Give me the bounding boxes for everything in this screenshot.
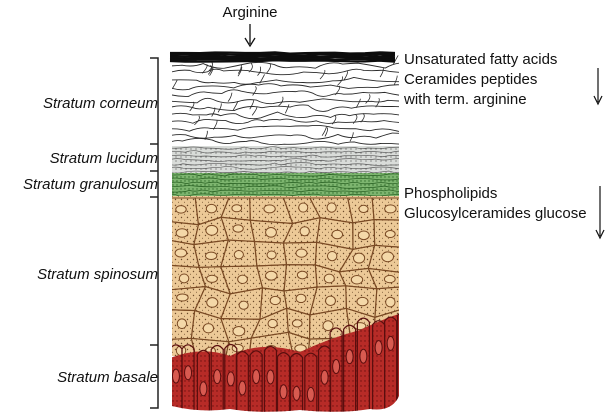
layer-label-granulosum: Stratum granulosum: [23, 176, 158, 193]
layer-label-corneum: Stratum corneum: [43, 95, 158, 112]
layer-label-basale: Stratum basale: [57, 369, 158, 386]
right-arrow-lower: [596, 186, 604, 238]
annotation-terminal-arginine: with term. arginine: [404, 91, 527, 108]
layer-label-lucidum: Stratum lucidum: [50, 150, 158, 167]
annotation-glucosylceramides: Glucosylceramides glucose: [404, 205, 587, 222]
annotation-fatty-acids: Unsaturated fatty acids: [404, 51, 557, 68]
right-arrow-upper: [594, 68, 602, 104]
layer-label-spinosum: Stratum spinosum: [37, 266, 158, 283]
annotation-ceramides-peptides: Ceramides peptides: [404, 71, 537, 88]
arginine-label: Arginine: [200, 4, 300, 21]
tissue-layers: [165, 52, 425, 419]
annotation-phospholipids: Phospholipids: [404, 185, 497, 202]
